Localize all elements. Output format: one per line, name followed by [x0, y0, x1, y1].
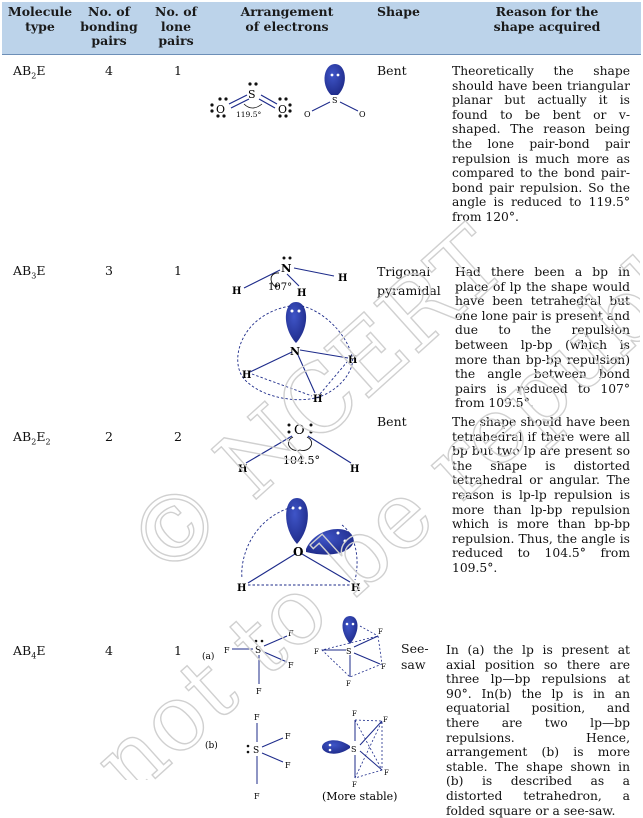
- so2-o-left: O: [216, 103, 225, 116]
- sf4b-shape-f-bottom: F: [352, 781, 357, 789]
- sf4a-shape-f-left: F: [314, 648, 319, 656]
- so2-shape-o-left: O: [304, 110, 311, 119]
- sf4-shape-b: S F F F F (More stable): [322, 710, 397, 803]
- sf4a-shape-f-up: F: [378, 628, 383, 636]
- nh3-shape-figure: N H H H: [237, 302, 357, 405]
- row2-bonding-pairs: 3: [105, 263, 113, 278]
- so2-shape-o-right: O: [359, 110, 366, 119]
- row1-shape: Bent: [377, 63, 407, 78]
- h2o-lewis-structure: O H H 104.5°: [238, 423, 359, 475]
- row4-molecule-type: AB4E: [13, 643, 46, 661]
- sf4b-s: S: [253, 746, 259, 756]
- row4-reason: In (a) the lp is present at axial positi…: [446, 643, 630, 818]
- sf4a-f-left: F: [224, 646, 230, 655]
- h2o-shape-figure: O H H: [237, 498, 360, 594]
- row1-bonding-pairs: 4: [105, 63, 113, 78]
- row4-shape: See- saw: [401, 641, 429, 672]
- nh3-shape-n: N: [290, 345, 300, 358]
- nh3-lewis-structure: N H H H 107°: [232, 256, 347, 299]
- row3-lone-pairs: 2: [174, 429, 182, 444]
- row1-lone-pairs: 1: [174, 63, 182, 78]
- sf4a-f-upright: F: [288, 629, 294, 638]
- sf4-lewis-a: (a) S F F F F: [202, 629, 294, 696]
- sf4-lewis-b: (b) S F F F F: [205, 713, 291, 801]
- h2o-o-atom: O: [294, 423, 305, 438]
- row3-reason: The shape should have been tetrahedral i…: [452, 415, 630, 575]
- row2-molecule-type: AB3E: [13, 263, 46, 281]
- sf4b-shape-s: S: [351, 745, 356, 754]
- h2o-h-left: H: [238, 464, 247, 475]
- header-arrangement: Arrangement of electrons: [240, 4, 334, 34]
- so2-angle-label: 119.5°: [236, 110, 261, 119]
- nh3-h-left: H: [232, 286, 241, 297]
- row2-lone-pairs: 1: [174, 263, 182, 278]
- nh3-n-atom: N: [281, 261, 292, 275]
- h2o-shape-h-right: H: [351, 583, 360, 594]
- sf4a-shape-s: S: [346, 647, 351, 656]
- row4-lone-pairs: 1: [174, 643, 182, 658]
- sf4a-shape-f-right: F: [381, 663, 386, 671]
- h2o-h-right: H: [350, 464, 359, 475]
- header-lone-pairs: No. of lone pairs: [155, 4, 197, 48]
- h2o-shape-h-left: H: [237, 583, 246, 594]
- so2-o-right: O: [278, 103, 287, 116]
- so2-shape-figure: S O O: [304, 64, 366, 119]
- so2-s-atom: S: [248, 88, 256, 101]
- h2o-angle-label: 104.5°: [283, 454, 320, 467]
- header-molecule-type: Molecule type: [7, 4, 73, 34]
- sf4b-shape-f-top: F: [352, 710, 357, 718]
- sf4a-f-bottom: F: [256, 687, 262, 696]
- sf4a-shape-f-bottom: F: [346, 680, 351, 688]
- sf4b-f-upright: F: [285, 732, 291, 741]
- header-shape: Shape: [377, 4, 420, 19]
- row3-molecule-type: AB2E2: [13, 429, 51, 447]
- sf4b-shape-f-upright: F: [383, 716, 388, 724]
- nh3-h-bottom: H: [297, 288, 306, 299]
- row1-reason: Theoretically the shape should have been…: [452, 64, 630, 224]
- nh3-shape-h-bottom: H: [313, 394, 322, 405]
- nh3-angle-label: 107°: [268, 282, 292, 293]
- nh3-shape-h-right: H: [348, 355, 357, 366]
- row3-shape: Bent: [377, 414, 407, 429]
- sf4b-f-bottom: F: [254, 792, 260, 801]
- more-stable-caption: (More stable): [322, 790, 397, 803]
- header-bonding-pairs: No. of bonding pairs: [80, 4, 138, 48]
- row2-reason: Had there been a bp in place of lp the s…: [455, 265, 630, 411]
- row3-bonding-pairs: 2: [105, 429, 113, 444]
- sf4b-f-lowright: F: [285, 761, 291, 770]
- table-header: Molecule type No. of bonding pairs No. o…: [2, 2, 641, 55]
- h2o-shape-o: O: [293, 545, 303, 559]
- row4-bonding-pairs: 4: [105, 643, 113, 658]
- sf4a-s: S: [255, 646, 261, 656]
- sf4-shape-a: S F F F F: [314, 616, 386, 688]
- row2-shape: Trigonal pyramidal: [377, 264, 441, 298]
- header-reason: Reason for the shape acquired: [493, 4, 601, 34]
- sf4a-f-lowright: F: [288, 661, 294, 670]
- sf4b-f-top: F: [254, 713, 260, 722]
- so2-lewis-structure: S O O 119.5°: [210, 82, 292, 119]
- row1-molecule-type: AB2E: [13, 63, 46, 81]
- nh3-shape-h-left: H: [242, 370, 251, 381]
- sf4-label-a: (a): [202, 651, 214, 662]
- nh3-h-right: H: [338, 273, 347, 284]
- sf4b-shape-f-lowright: F: [384, 769, 389, 777]
- sf4-label-b: (b): [205, 740, 218, 751]
- so2-shape-s: S: [332, 96, 337, 105]
